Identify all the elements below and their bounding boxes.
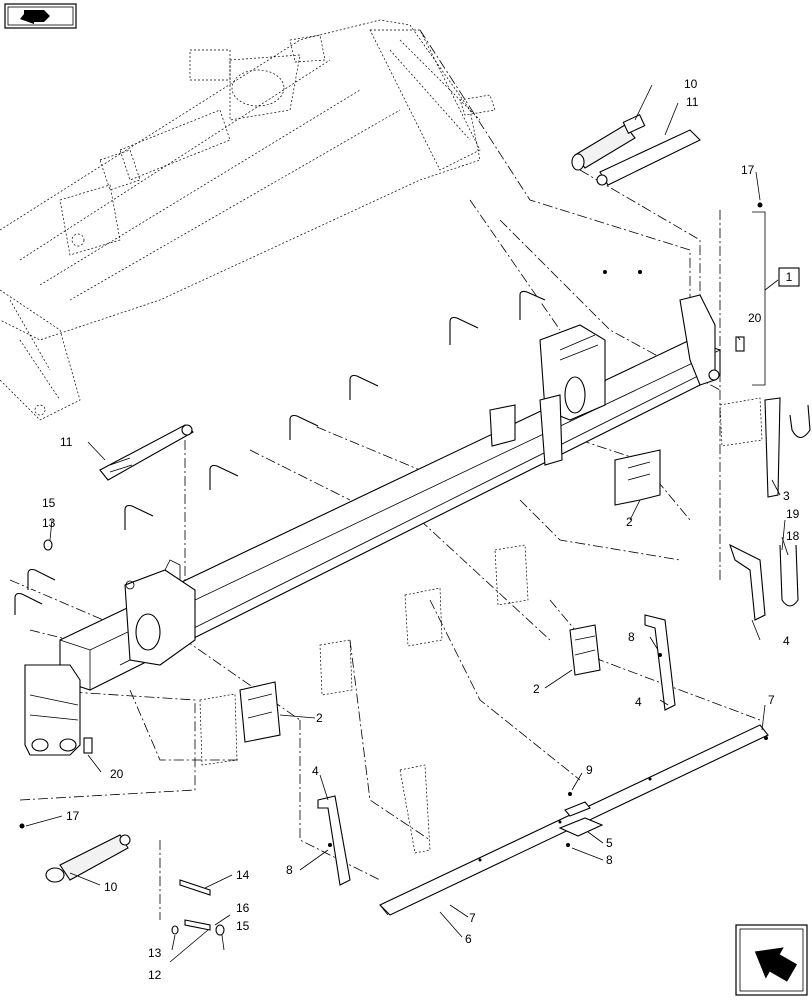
callout-8-right: 8 (628, 630, 635, 644)
right-u-bolt (779, 404, 811, 607)
link-arm-left (99, 424, 194, 481)
callout-11-top: 11 (686, 95, 699, 109)
callout-7-bottom: 7 (469, 911, 476, 925)
callout-labels: 1 2 2 2 3 4 4 4 5 6 7 7 8 8 8 9 10 10 11… (42, 77, 800, 982)
u-bolts (14, 290, 546, 615)
callout-15-top: 15 (42, 496, 56, 510)
leader-lines (25, 84, 789, 963)
callout-13-bottom: 13 (148, 946, 162, 960)
callout-7-right: 7 (768, 693, 775, 707)
callout-13-top: 13 (42, 516, 56, 530)
tractor-hitch-frame (0, 19, 496, 421)
callout-10-top: 10 (684, 77, 698, 91)
callout-1: 1 (786, 270, 793, 284)
callout-2-left: 2 (316, 711, 323, 725)
clamp-plate (558, 801, 604, 837)
right-beam-bracket (489, 294, 720, 466)
pins-and-bolts (19, 202, 768, 936)
callout-11-left: 11 (60, 435, 73, 449)
callout-4-left: 4 (312, 764, 319, 778)
callout-20-right: 20 (748, 311, 762, 325)
callout-15-bottom: 15 (236, 919, 250, 933)
callout-20-left: 20 (110, 767, 124, 781)
callout-18: 18 (786, 529, 800, 543)
callout-9: 9 (586, 763, 593, 777)
callout-12: 12 (148, 968, 162, 982)
callout-19: 19 (786, 507, 800, 521)
left-lower-bracket (24, 664, 93, 756)
group-bracket (735, 211, 800, 386)
reference-arrow-icon[interactable] (4, 3, 77, 29)
long-flat-bar (379, 724, 769, 916)
callout-1-box (778, 267, 800, 287)
callout-8-bottom: 8 (606, 853, 613, 867)
callout-4-middle: 4 (635, 695, 642, 709)
callout-17-top: 17 (741, 163, 755, 177)
callout-4-right: 4 (783, 634, 790, 648)
mounting-plates (199, 397, 763, 766)
callout-2-upper: 2 (626, 515, 633, 529)
callout-2-middle: 2 (533, 682, 540, 696)
callout-6: 6 (465, 932, 472, 946)
callout-8-left: 8 (286, 863, 293, 877)
left-beam-bracket (124, 559, 196, 666)
callout-5: 5 (606, 836, 613, 850)
callout-14: 14 (236, 868, 250, 882)
next-page-arrow-icon[interactable] (735, 924, 808, 996)
callout-16: 16 (236, 901, 250, 915)
hydraulic-cylinder-bottom (45, 834, 131, 883)
angle-bars (317, 397, 781, 886)
callout-3: 3 (783, 489, 790, 503)
callout-10-bottom: 10 (104, 880, 118, 894)
link-arm-top (596, 129, 701, 186)
hydraulic-cylinder-top (571, 114, 646, 171)
callout-17-bottom: 17 (66, 809, 80, 823)
